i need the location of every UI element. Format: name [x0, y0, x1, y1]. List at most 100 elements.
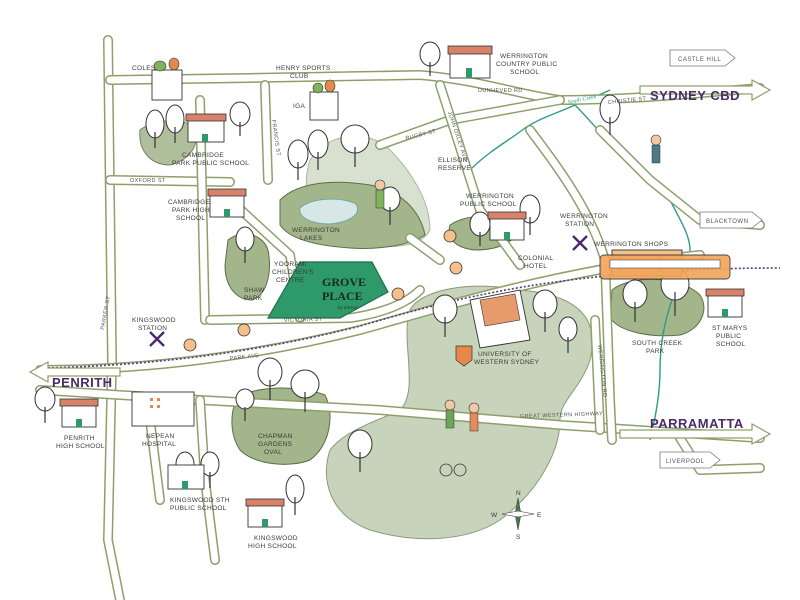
tree [532, 289, 558, 332]
svg-text:SCHOOL: SCHOOL [716, 341, 745, 348]
svg-text:SCHOOL: SCHOOL [176, 215, 205, 222]
svg-text:GARDENS: GARDENS [258, 441, 293, 448]
tree [599, 94, 621, 135]
tree [285, 474, 305, 515]
svg-text:PUBLIC SCHOOL: PUBLIC SCHOOL [170, 505, 227, 512]
sydney-cbd-arrow: SYDNEY CBD [639, 78, 772, 103]
svg-text:ST MARYS: ST MARYS [712, 325, 748, 332]
sydney-cbd-label: SYDNEY CBD [650, 88, 740, 103]
nepean-hospital-building [131, 391, 195, 427]
grove-place-parcel[interactable]: GROVE PLACE by mirvac [266, 261, 389, 319]
svg-text:CENTRE: CENTRE [276, 277, 305, 284]
penrith-label: PENRITH [52, 375, 113, 390]
svg-text:SCHOOL: SCHOOL [510, 69, 539, 76]
svg-text:COLES: COLES [132, 65, 156, 72]
svg-text:PARK: PARK [244, 295, 263, 302]
svg-text:STATION: STATION [138, 325, 167, 332]
svg-text:NEPEAN: NEPEAN [146, 433, 175, 440]
bus-icons [183, 229, 463, 352]
bus-icon [391, 287, 405, 301]
tree [257, 357, 283, 400]
buildings [59, 45, 745, 528]
place-labels: COLES HENRY SPORTS CLUB IGA WERRINGTON C… [56, 53, 748, 550]
svg-text:N: N [516, 490, 521, 497]
svg-text:W: W [491, 512, 498, 519]
blacktown-sign: BLACKTOWN [699, 211, 763, 229]
svg-text:PLACE: PLACE [322, 289, 363, 303]
cambridge-high-school-building [207, 188, 247, 218]
svg-text:KINGSWOOD: KINGSWOOD [254, 535, 298, 542]
svg-text:CASTLE HILL: CASTLE HILL [678, 57, 721, 63]
svg-text:GROVE: GROVE [322, 275, 366, 289]
svg-text:HOSPITAL: HOSPITAL [142, 441, 176, 448]
tree [235, 388, 255, 421]
svg-text:OVAL: OVAL [264, 449, 282, 456]
tree [347, 429, 373, 472]
svg-text:HIGH SCHOOL: HIGH SCHOOL [248, 543, 297, 550]
tree [307, 129, 329, 170]
svg-text:PUBLIC: PUBLIC [716, 333, 741, 340]
werrington-country-school-building [447, 45, 493, 79]
svg-text:SHAW: SHAW [244, 287, 265, 294]
svg-text:YOORAMI: YOORAMI [274, 261, 307, 268]
road-network [35, 35, 765, 600]
tree [145, 109, 165, 148]
compass-icon: N E S W [491, 490, 542, 541]
tree [290, 369, 320, 412]
bus-icon [449, 261, 463, 275]
svg-text:WERRINGTON: WERRINGTON [292, 227, 340, 234]
svg-text:PARKER ST: PARKER ST [100, 295, 112, 330]
svg-text:HIGH SCHOOL: HIGH SCHOOL [56, 443, 105, 450]
svg-text:WERRINGTON SHOPS: WERRINGTON SHOPS [594, 241, 669, 248]
tree [622, 279, 648, 322]
tree [34, 386, 56, 423]
svg-text:OXFORD ST: OXFORD ST [130, 178, 166, 184]
trees [34, 41, 690, 515]
svg-text:LIVERPOOL: LIVERPOOL [666, 459, 705, 465]
svg-text:COLONIAL: COLONIAL [518, 255, 553, 262]
svg-text:PARK: PARK [646, 348, 665, 355]
svg-text:PARK AVE: PARK AVE [230, 353, 260, 362]
st-marys-school-building [705, 288, 745, 318]
tree [558, 316, 578, 353]
train-icon [599, 254, 731, 280]
svg-text:CAMBRIDGE: CAMBRIDGE [168, 199, 210, 206]
svg-text:PARK HIGH: PARK HIGH [172, 207, 210, 214]
svg-text:VICTORIA ST: VICTORIA ST [284, 317, 323, 324]
werrington-lake [299, 198, 358, 225]
svg-text:KINGSWOOD STH: KINGSWOOD STH [170, 497, 230, 504]
tree [419, 41, 441, 76]
svg-text:WERRINGTON RD: WERRINGTON RD [596, 345, 607, 398]
parramatta-label: PARRAMATTA [650, 416, 744, 431]
tree [165, 104, 185, 143]
tree [340, 124, 370, 167]
svg-text:FRANCIS ST: FRANCIS ST [270, 119, 281, 156]
svg-text:PENRITH: PENRITH [64, 435, 95, 442]
svg-text:PARK PUBLIC SCHOOL: PARK PUBLIC SCHOOL [172, 160, 249, 167]
parramatta-arrow: PARRAMATTA [619, 416, 772, 446]
penrith-high-school-building [59, 398, 99, 428]
svg-text:CHILDREN'S: CHILDREN'S [272, 269, 314, 276]
svg-text:by mirvac: by mirvac [338, 306, 359, 311]
uws-building [469, 289, 531, 349]
svg-text:PUBLIC SCHOOL: PUBLIC SCHOOL [460, 201, 517, 208]
tree [432, 294, 458, 337]
werrington-public-school-building [487, 211, 527, 241]
svg-text:IGA: IGA [293, 103, 305, 110]
coles-bag-icon [151, 57, 183, 101]
bus-icon [237, 323, 251, 337]
svg-text:WESTERN SYDNEY: WESTERN SYDNEY [474, 359, 540, 366]
bus-icon [183, 338, 197, 352]
svg-text:DUNHEVED RD: DUNHEVED RD [478, 88, 523, 94]
svg-text:SOUTH CREEK: SOUTH CREEK [632, 340, 683, 347]
tree [229, 101, 251, 136]
svg-text:BLACKTOWN: BLACKTOWN [706, 219, 748, 225]
iga-bag-icon [309, 79, 339, 121]
svg-text:S: S [516, 534, 521, 541]
svg-text:RESERVE: RESERVE [438, 165, 471, 172]
svg-text:STATION: STATION [565, 221, 594, 228]
uws-shield-icon [455, 345, 473, 367]
svg-text:HENRY SPORTS: HENRY SPORTS [276, 65, 331, 72]
kingswood-station-icon [149, 331, 165, 347]
svg-text:HOTEL: HOTEL [524, 263, 547, 270]
